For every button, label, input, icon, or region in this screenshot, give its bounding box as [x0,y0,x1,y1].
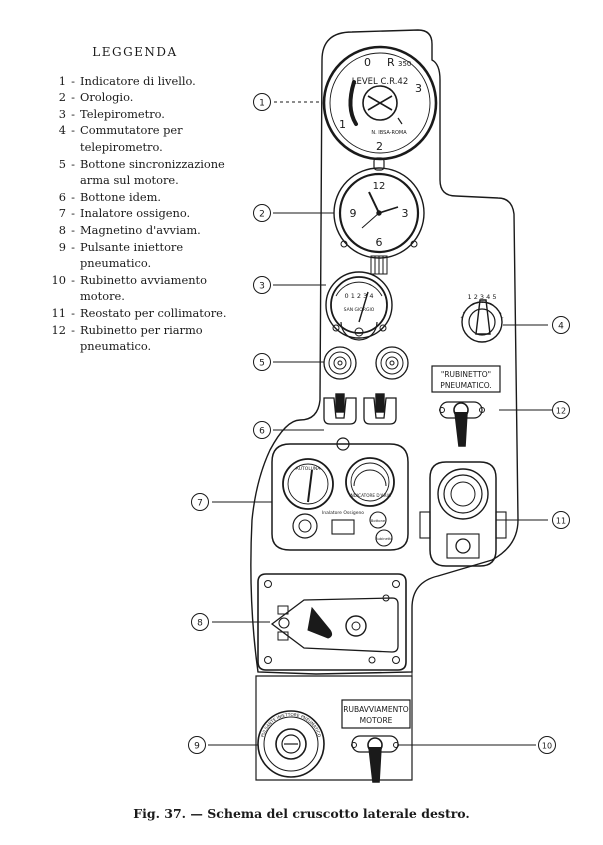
clock [333,157,425,275]
oxygen-right-dial: INDICATORE D'ARIA [349,493,390,498]
push-buttons [323,393,397,425]
switch-scale: 1 2 3 4 5 [468,293,497,301]
level-one: 1 [339,118,346,131]
callout-11: 11 [556,517,566,526]
legend-title: LEGGENDA [92,45,178,59]
panel-outline [250,29,519,675]
pyro-scale: 0 1 2 3 4 [345,292,374,300]
callout-circles [188,93,570,754]
pyrometer-switch [460,299,504,343]
callout-6: 6 [259,427,265,437]
oxygen-left-dial: AUTOLUNA [296,466,322,472]
oxygen-center: Inalatore Ossigeno [322,510,364,516]
legend-entry: 4-Commutatore per telepirometro. [58,123,183,154]
legend-entry: 5-Bottone sincronizzazione arma sul moto… [58,156,225,188]
callout-3: 3 [259,282,265,292]
level-three: 3 [415,82,422,95]
level-sub: N. IBSA-ROMA [371,130,407,136]
legend-entry: 10-Rubinetto avviamento motore. [51,272,207,304]
leader-lines [208,101,552,746]
clock-3: 3 [402,207,409,220]
rubinetto-pneumatico-line2: PNEUMATICO. [440,381,491,390]
legend-entries: 1-Indicatore di livello. 2-Orologio. 3-T… [30,73,240,355]
callout-12: 12 [556,407,566,416]
legend-entry: 11-Reostato per collimatore. [51,305,227,320]
pyro-brand: SAN GIORGIO [344,307,375,313]
callout-7: 7 [197,499,203,509]
legend-entry: 2-Orologio. [58,90,134,105]
level-r: R [387,56,395,69]
clock-12: 12 [373,181,386,192]
callout-numbers: 1 2 3 4 5 6 7 8 9 10 11 12 [194,99,566,752]
clock-6: 6 [376,236,383,249]
oxygen-inhaler [271,437,409,551]
legend-entry: 8-Magnetino d'avviam. [58,222,201,237]
legend: LEGGENDA 1-Indicatore di livello. 2-Orol… [30,44,240,355]
level-name: LEVEL C.R.42 [352,77,409,87]
telepyrometer [325,271,393,341]
legend-entry: 12-Rubinetto per riarmo pneumatico. [51,322,203,354]
callout-1: 1 [259,99,265,109]
level-r-value: 350 [398,60,411,68]
callout-4: 4 [558,322,564,332]
callout-8: 8 [197,619,203,629]
pneumatic-rearm-valve [431,365,501,447]
level-zero: 0 [364,56,371,69]
callout-9: 9 [194,742,200,752]
level-indicator [322,45,438,161]
oxygen-btn2: Rubinetto [375,537,392,541]
rubinetto-avviamento-line1: RUBAVVIAMENTO [343,705,409,714]
level-two: 2 [376,140,383,153]
starter-magneto [257,573,407,671]
legend-entry: 3-Telepirometro. [58,106,165,121]
rubinetto-avviamento-line2: MOTORE [360,716,393,725]
callout-2: 2 [259,210,265,220]
collimator-rheostat [419,461,507,567]
legend-entry: 1-Indicatore di livello. [58,73,196,88]
sync-buttons [323,346,409,380]
pneumatic-injector [257,710,325,778]
oxygen-btn1: Bottone [371,519,386,523]
legend-entry: 7-Inalatore ossigeno. [58,206,191,221]
legend-entry: 9-Pulsante iniettore pneumatico. [58,239,184,271]
rubinetto-pneumatico-line1: "RUBINETTO" [441,370,491,379]
figure-caption: Fig. 37. — Schema del cruscotto laterale… [133,806,470,821]
clock-9: 9 [350,207,357,220]
callout-5: 5 [259,359,265,369]
callout-10: 10 [542,742,552,751]
engine-start-valve [341,699,411,783]
pulsante-ring-text: PULSANTE INIETTORE PNEUMATICO [260,712,322,738]
legend-entry: 6-Bottone idem. [58,189,162,204]
